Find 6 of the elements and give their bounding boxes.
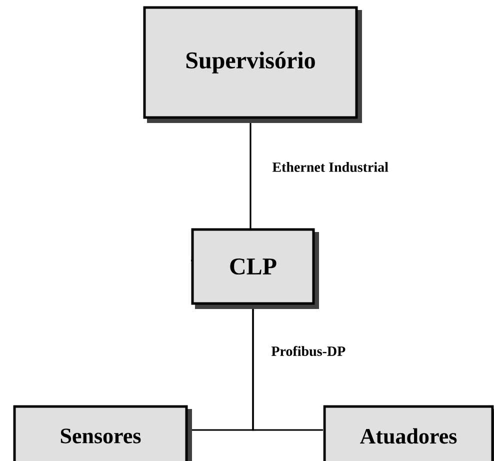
process-box: Atuadores <box>323 405 494 461</box>
process-box: Supervisório <box>143 6 362 123</box>
edge-label: Profibus-DP <box>271 346 346 356</box>
edge-label: Ethernet Industrial <box>272 162 388 172</box>
process-box: CLP <box>191 228 319 309</box>
process-box: Sensores <box>13 405 192 461</box>
